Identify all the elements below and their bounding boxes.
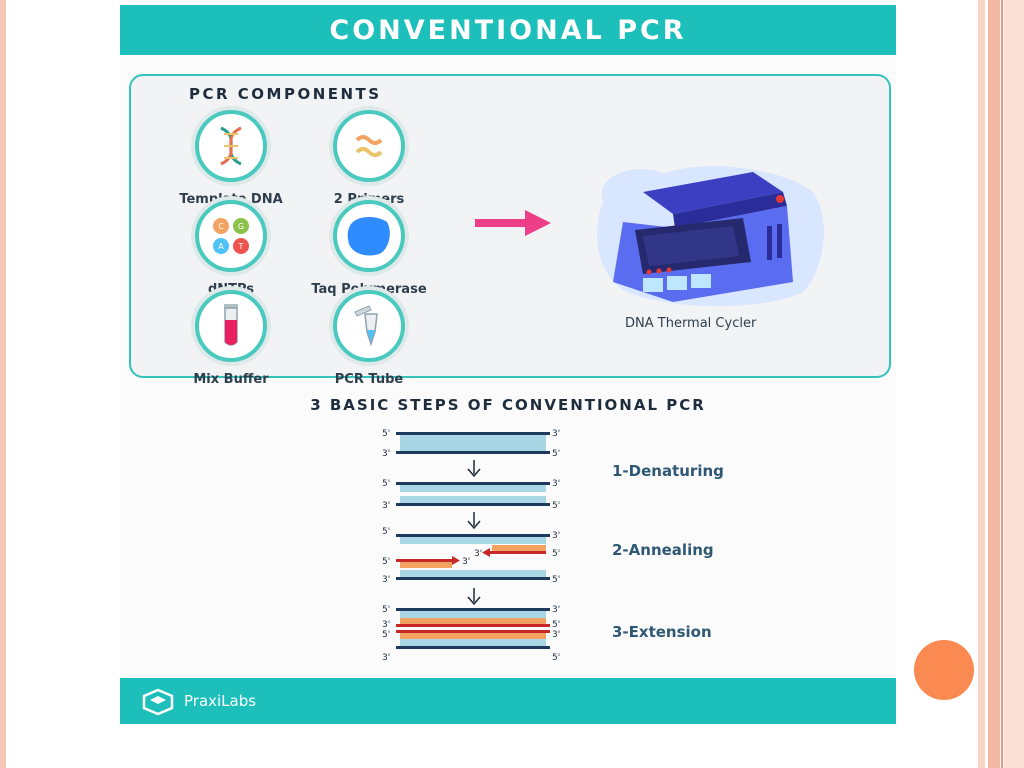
strand-end-label: 5' <box>382 630 390 640</box>
strand-end-label: 3' <box>382 620 390 630</box>
dntp-letter-a: A <box>218 242 224 251</box>
strand-end-label: 3' <box>382 449 390 459</box>
down-arrow-icon <box>467 512 481 530</box>
pcr-steps-diagram: 5' 3' 3' 5' 5' 3' 3' 5' <box>382 429 560 663</box>
denatured-strands: 5' 3' 3' 5' <box>382 479 560 511</box>
component-pcr-tube: PCR Tube <box>309 290 429 387</box>
thermal-cycler-icon <box>597 166 824 307</box>
down-arrow-icon <box>467 588 481 606</box>
extension-strands: 5' 3' 3' 5' 5' 3' 3' 5' <box>382 605 560 663</box>
components-panel: PCR COMPONENTS Template DNA <box>129 74 891 387</box>
component-label: Template DNA <box>179 192 283 207</box>
strand-end-label: 3' <box>382 501 390 511</box>
components-heading: PCR COMPONENTS <box>189 85 382 103</box>
dna-helix-icon <box>195 110 267 182</box>
pcr-tube-icon <box>333 290 405 362</box>
strand-end-label: 5' <box>382 479 390 489</box>
enzyme-icon <box>333 200 405 272</box>
component-label: Taq Polymerase <box>311 282 427 297</box>
primers-icon <box>333 110 405 182</box>
step-label-extension: 3-Extension <box>612 623 712 641</box>
brand-name: PraxiLabs <box>184 692 257 710</box>
component-template-dna: Template DNA <box>171 110 291 207</box>
nucleotides-icon: C G A T <box>195 200 267 272</box>
strand-end-label: 3' <box>552 429 560 439</box>
strand-end-label: 3' <box>552 605 560 615</box>
slide-border-left <box>0 0 6 768</box>
test-tube-icon <box>195 290 267 362</box>
strand-end-label: 3' <box>382 575 390 585</box>
pcr-infographic: CONVENTIONAL PCR PCR COMPONENTS Template… <box>120 0 896 724</box>
component-label: PCR Tube <box>334 372 404 387</box>
step-label-denaturing: 1-Denaturing <box>612 462 724 480</box>
slide-border-line <box>1001 0 1003 768</box>
slide-border-right <box>978 0 985 768</box>
strand-end-label: 5' <box>552 620 560 630</box>
strand-end-label: 5' <box>552 449 560 459</box>
page-title: CONVENTIONAL PCR <box>329 14 687 46</box>
strand-end-label: 5' <box>382 429 390 439</box>
strand-end-label: 5' <box>552 549 560 559</box>
strand-end-label: 5' <box>552 653 560 663</box>
cycler-label: DNA Thermal Cycler <box>625 316 757 331</box>
step-label-annealing: 2-Annealing <box>612 541 714 559</box>
component-mix-buffer: Mix Buffer <box>171 290 291 387</box>
pink-arrow-icon <box>475 210 551 236</box>
component-taq-polymerase: Taq Polymerase <box>309 200 429 297</box>
annealing-strands: 5' 3' 3' 5' 5' 3' 3' 5' <box>382 527 560 585</box>
strand-end-label: 3' <box>474 549 482 559</box>
slide-border-right-band <box>988 0 1000 768</box>
strand-end-label: 5' <box>382 605 390 615</box>
strand-end-label: 3' <box>552 630 560 640</box>
component-dntps: C G A T dNTPs <box>171 200 291 297</box>
initial-double-strand: 5' 3' 3' 5' <box>382 429 560 459</box>
praxilabs-logo-icon <box>142 688 174 716</box>
strand-end-label: 5' <box>382 557 390 567</box>
strand-end-label: 5' <box>382 527 390 537</box>
down-arrow-icon <box>467 460 481 478</box>
component-label: Mix Buffer <box>193 372 269 387</box>
component-primers: 2 Primers <box>309 110 429 207</box>
slide-border-right-outer <box>1004 0 1024 768</box>
strand-end-label: 3' <box>462 557 470 567</box>
title-bar: CONVENTIONAL PCR <box>120 5 896 55</box>
dntp-letter-t: T <box>238 242 244 251</box>
steps-heading: 3 BASIC STEPS OF CONVENTIONAL PCR <box>310 396 706 414</box>
orange-circle-decoration <box>914 640 974 700</box>
strand-end-label: 5' <box>552 575 560 585</box>
strand-end-label: 5' <box>552 501 560 511</box>
dntp-letter-g: G <box>238 222 244 231</box>
strand-end-label: 3' <box>552 479 560 489</box>
strand-end-label: 3' <box>382 653 390 663</box>
footer-bar: PraxiLabs <box>120 678 896 724</box>
strand-end-label: 3' <box>552 531 560 541</box>
dntp-letter-c: C <box>218 222 224 231</box>
